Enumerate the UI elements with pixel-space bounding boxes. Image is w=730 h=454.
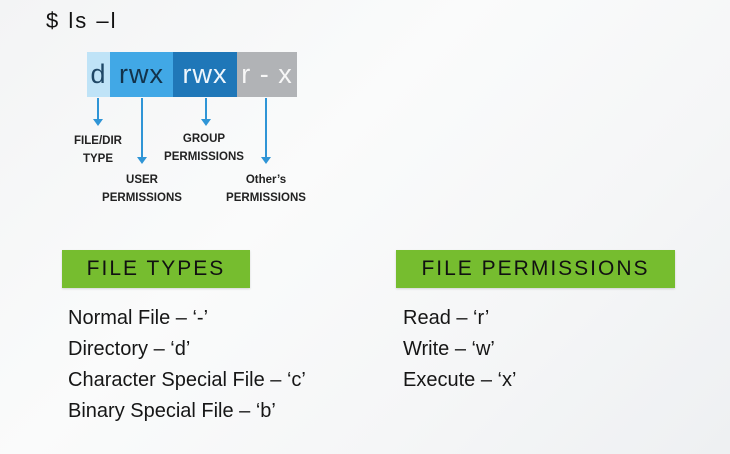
file-dir-type-label: FILE/DIR TYPE — [68, 132, 128, 168]
list-item: Write – ‘w’ — [403, 338, 495, 360]
list-item: Read – ‘r’ — [403, 307, 490, 329]
type-segment: d — [87, 52, 110, 97]
file-types-list: Normal File – ‘-’ Directory – ‘d’ Charac… — [68, 303, 306, 427]
list-item: Execute – ‘x’ — [403, 369, 517, 391]
other-segment: r - x — [237, 52, 297, 97]
list-item: Normal File – ‘-’ — [68, 307, 209, 329]
group-permissions-label: GROUP PERMISSIONS — [154, 130, 254, 166]
file-types-heading: FILE TYPES — [62, 250, 250, 288]
user-segment: rwx — [110, 52, 173, 97]
user-permissions-line2: PERMISSIONS — [102, 192, 182, 204]
group-segment: rwx — [173, 52, 237, 97]
file-dir-type-line2: TYPE — [82, 153, 114, 165]
group-permissions-line2: PERMISSIONS — [164, 151, 244, 163]
file-permissions-heading: FILE PERMISSIONS — [396, 250, 675, 288]
group-arrow — [201, 98, 211, 126]
permission-string: d rwx rwx r - x — [87, 52, 297, 97]
other-arrow — [261, 98, 271, 164]
user-permissions-label: USER PERMISSIONS — [92, 171, 192, 207]
list-item: Character Special File – ‘c’ — [68, 369, 306, 391]
file-dir-type-line1: FILE/DIR — [74, 135, 122, 147]
list-item: Directory – ‘d’ — [68, 338, 191, 360]
type-arrow — [93, 98, 103, 126]
others-permissions-line2: PERMISSIONS — [226, 192, 306, 204]
command-line: $ ls –l — [46, 8, 118, 33]
list-item: Binary Special File – ‘b’ — [68, 400, 276, 422]
group-permissions-line1: GROUP — [182, 133, 226, 145]
others-permissions-label: Other’s PERMISSIONS — [216, 171, 316, 207]
others-permissions-line1: Other’s — [245, 174, 287, 186]
user-arrow — [137, 98, 147, 164]
user-permissions-line1: USER — [126, 174, 158, 186]
file-permissions-list: Read – ‘r’ Write – ‘w’ Execute – ‘x’ — [403, 303, 516, 396]
